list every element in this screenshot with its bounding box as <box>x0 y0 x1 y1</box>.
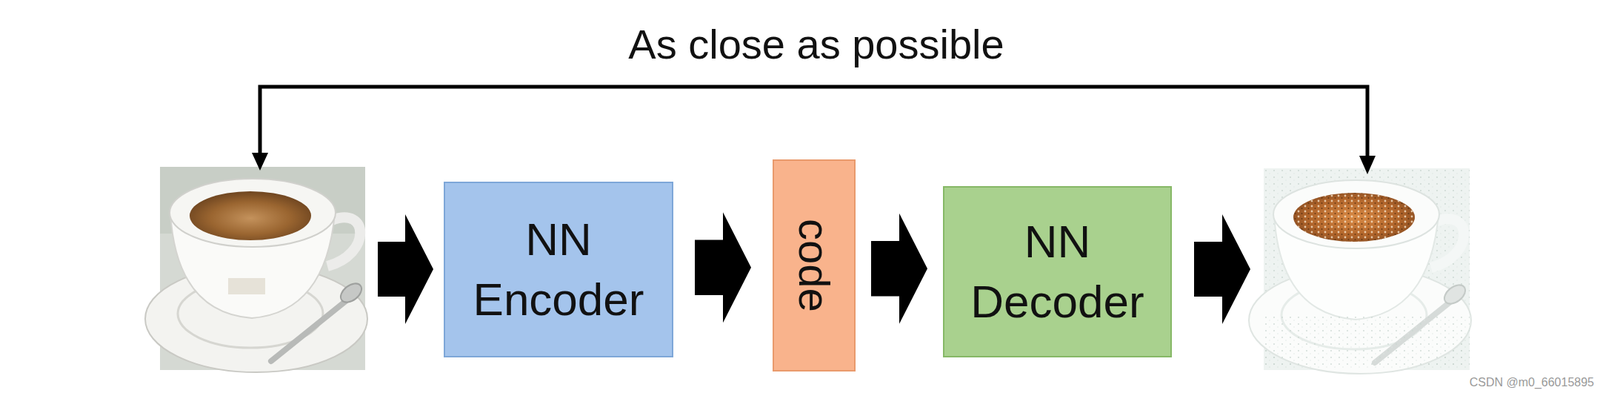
node-label: code <box>790 218 838 312</box>
node-label: NN Decoder <box>957 211 1158 332</box>
block-arrow <box>377 214 434 324</box>
line-caption: As close as possible <box>445 20 1187 69</box>
encoder-box: NN Encoder <box>443 181 674 358</box>
reconstructed-photo <box>1248 168 1472 374</box>
arrow-head <box>251 152 269 171</box>
decoder-box: NN Decoder <box>942 185 1172 358</box>
feedback-line <box>260 86 1368 158</box>
block-arrow <box>1194 214 1251 324</box>
block-arrow <box>694 211 752 323</box>
block-arrow <box>871 213 928 324</box>
node-label: NN Encoder <box>458 209 659 329</box>
coffee-photo <box>145 166 368 372</box>
watermark: CSDN @m0_66015895 <box>1469 375 1595 389</box>
code-box: code <box>772 159 856 372</box>
arrow-head <box>1359 155 1376 175</box>
